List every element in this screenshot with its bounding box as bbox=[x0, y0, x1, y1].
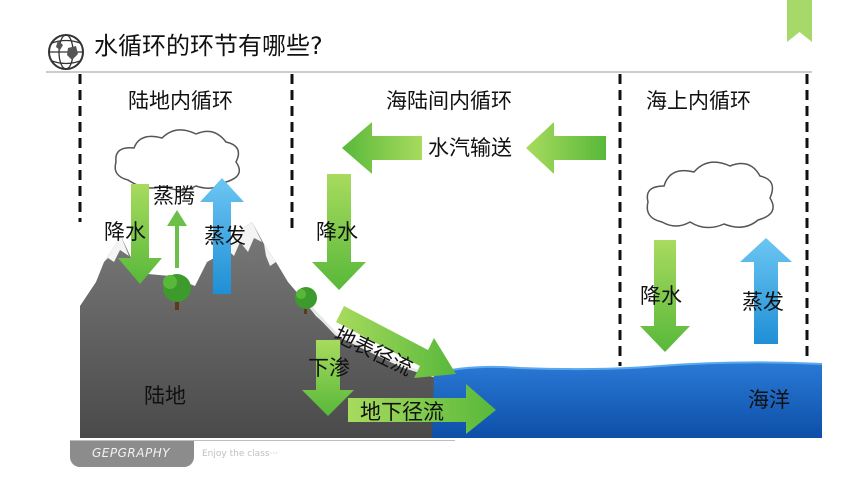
infiltration-arrow bbox=[302, 340, 354, 416]
label-sea-precip: 降水 bbox=[640, 284, 682, 308]
snow-caps bbox=[104, 222, 276, 266]
label-land-precip: 降水 bbox=[104, 220, 146, 244]
footer-divider bbox=[70, 440, 455, 441]
label-ocean: 海洋 bbox=[748, 388, 790, 412]
transpiration-arrow-head bbox=[167, 210, 187, 226]
sea-precip-arrow bbox=[640, 240, 690, 352]
ocean-body bbox=[430, 362, 822, 438]
footer-brand-tab: GEPGRAPHY bbox=[70, 441, 194, 467]
footer-tagline: Enjoy the class··· bbox=[202, 449, 279, 459]
vapor-transport-arrow-left bbox=[342, 122, 422, 174]
page-title: 水循环的环节有哪些? bbox=[94, 32, 323, 60]
mid-precip-arrow bbox=[312, 174, 366, 290]
land-evap-arrow bbox=[200, 178, 244, 294]
cloud-icon-sea bbox=[646, 161, 774, 229]
tree-icon bbox=[163, 274, 191, 310]
label-infiltration: 下渗 bbox=[308, 356, 350, 380]
section-dividers bbox=[78, 74, 809, 366]
label-sea-evap: 蒸发 bbox=[742, 290, 784, 314]
bookmark-ribbon bbox=[787, 0, 812, 42]
globe-icon bbox=[48, 34, 84, 70]
label-vapor-transport: 水汽输送 bbox=[428, 136, 512, 160]
footer-brand: GEPGRAPHY bbox=[92, 446, 171, 460]
label-transpiration: 蒸腾 bbox=[153, 184, 195, 208]
section-sea: 海上内循环 bbox=[646, 89, 751, 113]
cloud-icon-land bbox=[114, 129, 241, 191]
label-mid-precip: 降水 bbox=[316, 220, 358, 244]
underground-runoff-arrow bbox=[348, 384, 496, 434]
label-underground-runoff: 地下径流 bbox=[360, 400, 444, 424]
tree-icon-slope bbox=[295, 287, 317, 314]
section-land: 陆地内循环 bbox=[128, 89, 233, 113]
section-sea-land: 海陆间内循环 bbox=[386, 89, 512, 113]
vapor-transport-arrow-right bbox=[526, 122, 606, 174]
land-precip-arrow bbox=[118, 184, 162, 284]
surface-runoff-arrow bbox=[336, 306, 456, 378]
sea-evap-arrow bbox=[740, 238, 792, 344]
ocean-wave bbox=[431, 361, 823, 375]
label-land: 陆地 bbox=[144, 384, 186, 408]
label-land-evap: 蒸发 bbox=[204, 224, 246, 248]
